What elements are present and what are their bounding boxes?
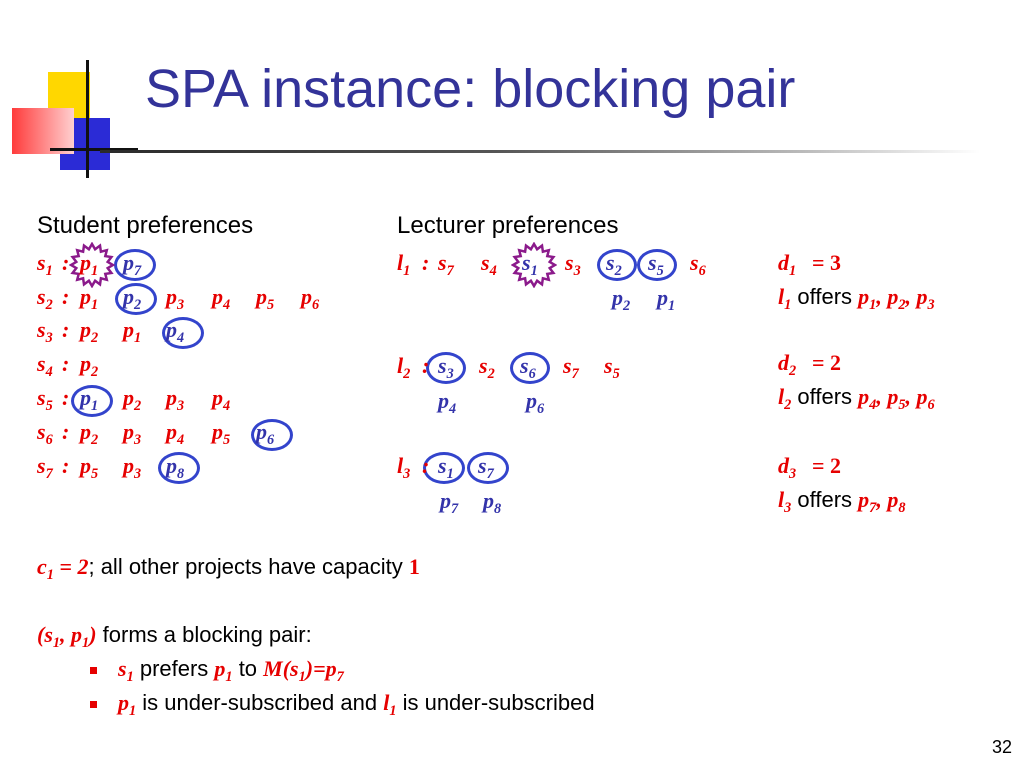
colon-separator: : — [422, 353, 430, 378]
lecturer-pref-student: s2 — [606, 250, 622, 279]
student-pref-project: p3 — [123, 453, 142, 482]
lecturer-label: l3 — [397, 453, 411, 482]
student-pref-project: p1 — [123, 317, 142, 346]
student-pref-project: p5 — [212, 419, 231, 448]
blocking-star-icon — [69, 242, 115, 288]
student-label: s4 — [37, 351, 53, 380]
colon-separator: : — [62, 385, 70, 410]
student-pref-project: p2 — [123, 284, 142, 313]
bullet-undersubscribed: p1 is under-subscribed and l1 is under-s… — [118, 690, 595, 719]
capacity-symbol: d2 — [778, 350, 797, 379]
decorative-squares-logo — [12, 60, 138, 178]
student-pref-project: p8 — [166, 453, 185, 482]
lecturer-offers-line: l3 offers p7, p8 — [778, 487, 906, 516]
lecturer-pref-student: s1 — [438, 453, 454, 482]
student-pref-project: p4 — [166, 317, 185, 346]
student-pref-project: p3 — [123, 419, 142, 448]
lecturer-label: l2 — [397, 353, 411, 382]
assigned-project: p2 — [612, 285, 631, 314]
lecturer-pref-student: s6 — [690, 250, 706, 279]
blocking-star-icon — [511, 242, 557, 288]
student-pref-project: p1 — [80, 385, 99, 414]
assignment-circle — [597, 249, 637, 281]
colon-separator: : — [62, 317, 70, 342]
lecturer-pref-student: s6 — [520, 353, 536, 382]
assignment-circle — [162, 317, 204, 349]
lecturer-pref-student: s1 — [522, 250, 538, 279]
bullet-prefers: s1 prefers p1 to M(s1)=p7 — [118, 656, 344, 685]
lecturer-offers-line: l2 offers p4, p5, p6 — [778, 384, 935, 413]
blocking-pair-statement: (s1, p1) forms a blocking pair: — [37, 622, 312, 651]
assignment-circle — [71, 385, 113, 417]
colon-separator: : — [62, 351, 70, 376]
lecturer-pref-student: s4 — [481, 250, 497, 279]
assigned-project: p4 — [438, 388, 457, 417]
lecturer-pref-student: s7 — [563, 353, 579, 382]
assignment-circle — [115, 283, 157, 315]
student-label: s7 — [37, 453, 53, 482]
lecturer-offers-line: l1 offers p1, p2, p3 — [778, 284, 935, 313]
student-pref-project: p1 — [80, 284, 99, 313]
assignment-circle — [423, 452, 465, 484]
student-pref-project: p4 — [212, 284, 231, 313]
capacity-value: = 2 — [812, 350, 842, 375]
student-pref-project: p1 — [80, 250, 99, 279]
assignment-circle — [467, 452, 509, 484]
colon-separator: : — [62, 419, 70, 444]
lecturer-pref-student: s7 — [438, 250, 454, 279]
lecturer-pref-student: s3 — [565, 250, 581, 279]
student-pref-project: p3 — [166, 284, 185, 313]
assignment-circle — [114, 249, 156, 281]
bullet-marker — [90, 701, 97, 708]
student-pref-project: p3 — [166, 385, 185, 414]
assigned-project: p7 — [440, 488, 459, 517]
student-pref-project: p5 — [256, 284, 275, 313]
student-pref-project: p7 — [123, 250, 142, 279]
capacity-symbol: d1 — [778, 250, 797, 279]
colon-separator: : — [422, 453, 430, 478]
assignment-circle — [426, 352, 466, 384]
student-label: s2 — [37, 284, 53, 313]
assigned-project: p6 — [526, 388, 545, 417]
assignment-circle — [637, 249, 677, 281]
student-pref-project: p5 — [80, 453, 99, 482]
lecturer-pref-student: s2 — [479, 353, 495, 382]
student-pref-project: p2 — [80, 317, 99, 346]
assignment-circle — [158, 452, 200, 484]
lecturer-pref-student: s5 — [604, 353, 620, 382]
student-pref-project: p2 — [80, 351, 99, 380]
page-number: 32 — [991, 737, 1012, 757]
colon-separator: : — [62, 250, 70, 275]
student-label: s3 — [37, 317, 53, 346]
student-preferences-heading: Student preferences — [37, 212, 254, 239]
colon-separator: : — [62, 284, 70, 309]
lecturer-pref-student: s5 — [648, 250, 664, 279]
capacity-value: = 2 — [812, 453, 842, 478]
colon-separator: : — [422, 250, 430, 275]
lecturer-preferences-heading: Lecturer preferences — [397, 212, 619, 239]
student-pref-project: p6 — [256, 419, 275, 448]
student-pref-project: p2 — [80, 419, 99, 448]
title-rule — [100, 150, 980, 153]
student-label: s6 — [37, 419, 53, 448]
slide-title: SPA instance: blocking pair — [145, 59, 796, 119]
capacity-note: c1 = 2; all other projects have capacity… — [37, 554, 420, 583]
capacity-symbol: d3 — [778, 453, 797, 482]
bullet-marker — [90, 667, 97, 674]
capacity-value: = 3 — [812, 250, 842, 275]
student-label: s5 — [37, 385, 53, 414]
assigned-project: p8 — [483, 488, 502, 517]
student-pref-project: p2 — [123, 385, 142, 414]
student-label: s1 — [37, 250, 53, 279]
student-pref-project: p4 — [166, 419, 185, 448]
colon-separator: : — [62, 453, 70, 478]
lecturer-pref-student: s3 — [438, 353, 454, 382]
lecturer-label: l1 — [397, 250, 411, 279]
assigned-project: p1 — [657, 285, 676, 314]
assignment-circle — [251, 419, 293, 451]
lecturer-pref-student: s7 — [478, 453, 494, 482]
student-pref-project: p4 — [212, 385, 231, 414]
assignment-circle — [510, 352, 550, 384]
student-pref-project: p6 — [301, 284, 320, 313]
